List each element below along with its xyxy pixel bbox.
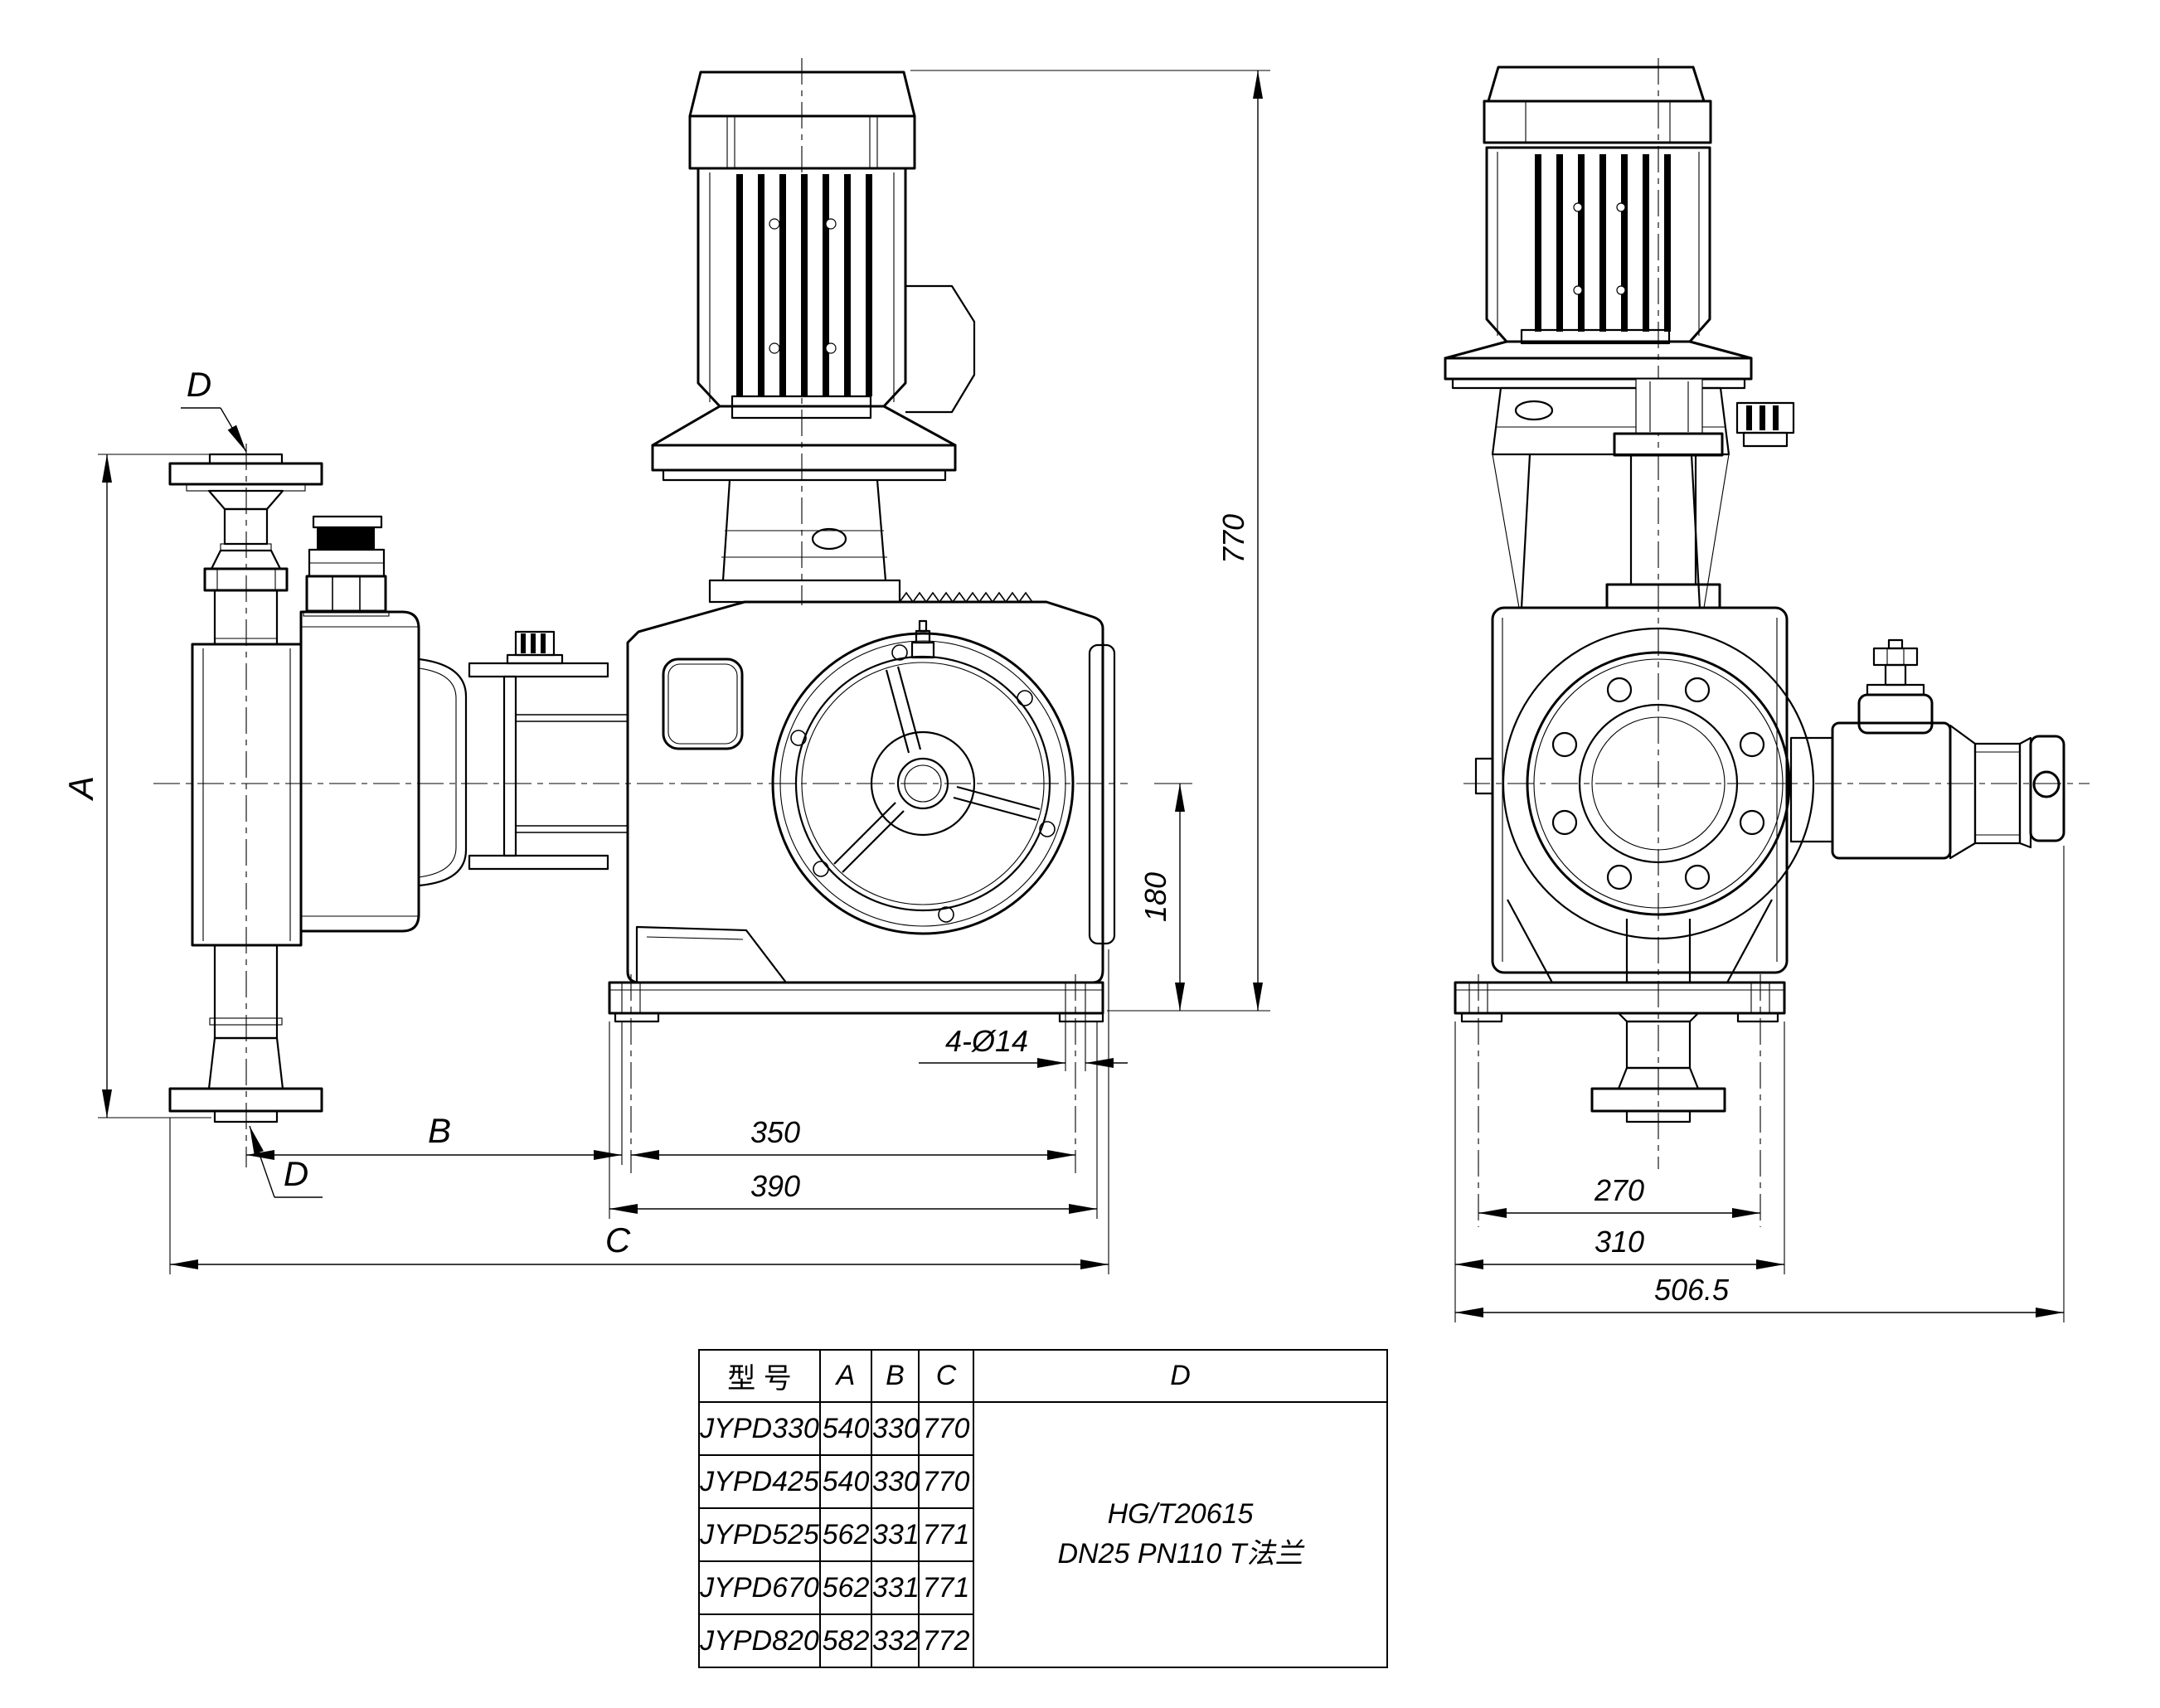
dial-cover xyxy=(771,619,1075,935)
motor-left xyxy=(651,70,976,482)
b-cell: 331 xyxy=(871,1560,920,1615)
dim-label-B: B xyxy=(428,1111,451,1150)
b-cell: 330 xyxy=(871,1454,920,1509)
right-view: 270 310 506.5 xyxy=(1444,58,2090,1322)
grease-fitting xyxy=(910,641,935,659)
c-cell: 771 xyxy=(918,1560,974,1615)
model-cell: JYPD820 xyxy=(698,1613,821,1668)
dim-label-310: 310 xyxy=(1595,1225,1644,1259)
model-cell: JYPD330 xyxy=(698,1401,821,1456)
table-row: JYPD330 540 330 770 HG/T20615 DN25 PN110… xyxy=(698,1401,1388,1668)
left-view: A D D B 350 390 C xyxy=(61,58,1270,1274)
b-cell: 331 xyxy=(871,1507,920,1562)
pump-body-right xyxy=(1474,606,1815,983)
dimensions-right: 270 310 506.5 xyxy=(1454,846,2065,1322)
a-cell: 540 xyxy=(819,1401,872,1456)
model-cell: JYPD670 xyxy=(698,1560,821,1615)
inspection-window xyxy=(662,657,744,750)
dim-label-C: C xyxy=(605,1220,631,1259)
a-cell: 582 xyxy=(819,1613,872,1668)
body-flange-edge xyxy=(1088,643,1116,945)
c-cell: 772 xyxy=(918,1613,974,1668)
dim-label-A: A xyxy=(61,776,100,802)
gear-lantern-left xyxy=(708,479,901,604)
c-cell: 770 xyxy=(918,1454,974,1509)
b-cell: 332 xyxy=(871,1613,920,1668)
dim-label-D-top: D xyxy=(187,365,211,404)
table-row: JYPD670 562 331 771 xyxy=(698,1560,1387,1615)
col-header-b: B xyxy=(871,1349,920,1403)
col-header-model: 型 号 xyxy=(698,1349,821,1403)
relief-valve xyxy=(303,515,390,617)
a-cell: 562 xyxy=(819,1560,872,1615)
base-left xyxy=(608,981,1104,1023)
col-header-d: D xyxy=(973,1349,1388,1403)
gear-housing-right xyxy=(1491,378,1795,609)
motor-right xyxy=(1444,66,1753,390)
model-cell: JYPD525 xyxy=(698,1507,821,1562)
serrated-edge xyxy=(899,591,1033,604)
motor-junction-box xyxy=(905,284,976,414)
dim-label-180: 180 xyxy=(1138,872,1172,922)
d-spec-line-2: DN25 PN110 T法兰 xyxy=(1057,1538,1303,1570)
support-gusset xyxy=(635,925,788,984)
dim-label-770: 770 xyxy=(1216,514,1250,564)
motor-fins-right xyxy=(1535,154,1671,332)
pump-body-left xyxy=(626,591,1116,984)
spec-table: 型 号 A B C D JYPD330 540 330 770 HG/T2061… xyxy=(698,1349,1388,1668)
d-spec-cell: HG/T20615 DN25 PN110 T法兰 xyxy=(973,1401,1388,1668)
bolt-holes xyxy=(1551,677,1765,890)
injection-valve xyxy=(1857,693,1934,735)
col-header-c: C xyxy=(918,1349,974,1403)
adjust-knob xyxy=(2029,735,2065,842)
vent-plug xyxy=(514,630,556,657)
head-and-yoke xyxy=(299,610,628,933)
model-cell: JYPD425 xyxy=(698,1454,821,1509)
b-cell: 330 xyxy=(871,1401,920,1456)
col-header-a: A xyxy=(819,1349,872,1403)
dimensions-left: A D D B 350 390 C xyxy=(61,70,1270,1274)
a-cell: 562 xyxy=(819,1507,872,1562)
hex-nut xyxy=(305,575,387,613)
dim-label-350: 350 xyxy=(750,1115,800,1149)
spec-table-header-row: 型 号 A B C D xyxy=(698,1349,1388,1403)
table-row: JYPD425 540 330 770 xyxy=(698,1454,1387,1509)
a-cell: 540 xyxy=(819,1454,872,1509)
table-row: JYPD525 562 331 771 xyxy=(698,1507,1387,1562)
dim-label-D-bottom: D xyxy=(284,1154,308,1193)
c-cell: 770 xyxy=(918,1401,974,1456)
table-row: JYPD820 582 332 772 xyxy=(698,1613,1387,1668)
dim-label-270: 270 xyxy=(1594,1173,1644,1207)
dim-label-390: 390 xyxy=(750,1169,800,1203)
d-spec-line-1: HG/T20615 xyxy=(1107,1498,1254,1530)
dim-label-506-5: 506.5 xyxy=(1654,1273,1730,1307)
shaft-housing xyxy=(1789,638,2065,860)
c-cell: 771 xyxy=(918,1507,974,1562)
base-right xyxy=(1454,919,1786,1123)
motor-fins-left xyxy=(736,174,872,396)
dim-label-4-d14: 4-Ø14 xyxy=(945,1024,1028,1058)
liquid-end-left xyxy=(168,453,323,1123)
